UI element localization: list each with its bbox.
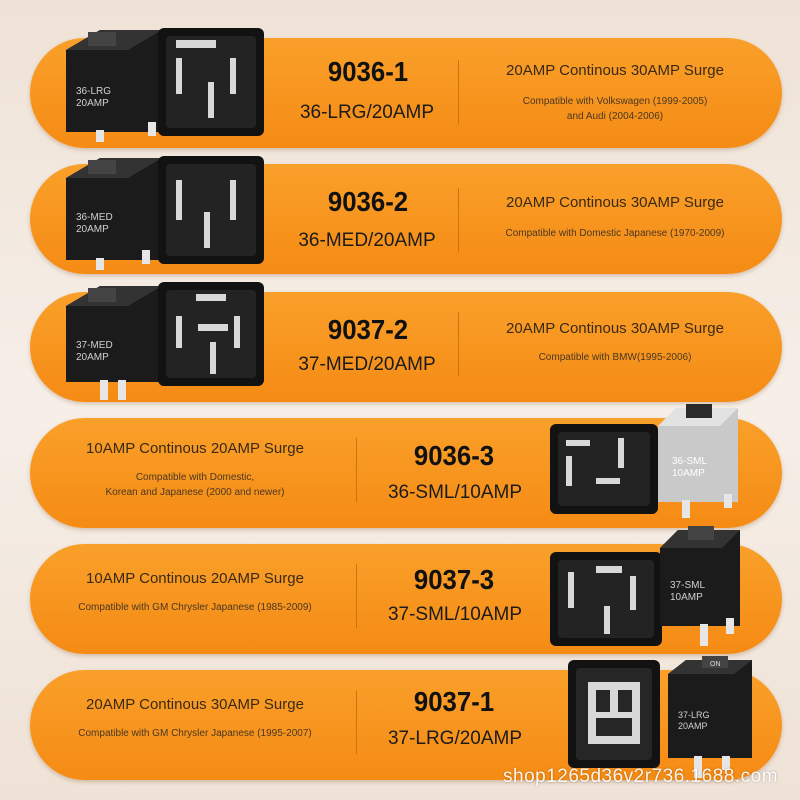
model-label-5: 37-SML/10AMP xyxy=(387,604,523,625)
model-label-6: 37-LRG/20AMP xyxy=(387,728,523,749)
relay-label-line1: 36-MED xyxy=(76,212,113,223)
relay-photo-9036-2: 36-MED 20AMP xyxy=(66,156,264,270)
model-label-4: 36-SML/10AMP xyxy=(387,482,523,503)
part-code-3: 9037-2 xyxy=(327,314,409,345)
compat-line: Compatible with Domestic Japanese (1970-… xyxy=(505,228,725,239)
relay-label-line1: 36-SML xyxy=(672,456,707,467)
relay-label-line2: 10AMP xyxy=(672,468,705,479)
relay-label-line1: 37-MED xyxy=(76,340,113,351)
divider-4 xyxy=(356,438,357,502)
model-label-2: 36-MED/20AMP xyxy=(298,230,436,251)
watermark: shop1265d36v2r736.1688.com xyxy=(503,766,778,787)
relay-label-line2: 20AMP xyxy=(76,224,109,235)
part-code-4: 9036-3 xyxy=(413,440,495,471)
compat-line: and Audi (2004-2006) xyxy=(566,111,664,122)
compat-text-5: Compatible with GM Chrysler Japanese (19… xyxy=(50,600,340,615)
part-code-2: 9036-2 xyxy=(327,186,409,217)
compat-text-6: Compatible with GM Chrysler Japanese (19… xyxy=(50,726,340,741)
part-code-6: 9037-1 xyxy=(413,686,495,717)
divider-1 xyxy=(458,60,459,124)
compat-line: Compatible with GM Chrysler Japanese (19… xyxy=(78,602,312,613)
compat-text-1: Compatible with Volkswagen (1999-2005) a… xyxy=(470,94,760,124)
relay-photo-9037-2: 37-MED 20AMP xyxy=(66,282,264,400)
rating-text-6: 20AMP Continous 30AMP Surge xyxy=(86,696,304,713)
divider-3 xyxy=(458,312,459,376)
relay-switch-label: ON xyxy=(710,661,721,668)
part-code-5: 9037-3 xyxy=(413,564,495,595)
relay-label-line2: 20AMP xyxy=(76,352,109,363)
compat-line: Korean and Japanese (2000 and newer) xyxy=(105,487,285,498)
compat-text-4: Compatible with Domestic, Korean and Jap… xyxy=(50,470,340,500)
divider-6 xyxy=(356,690,357,754)
relay-photo-9036-1: 36-LRG 20AMP xyxy=(66,28,264,142)
divider-2 xyxy=(458,188,459,252)
relay-label-line1: 36-LRG xyxy=(76,86,111,97)
model-label-3: 37-MED/20AMP xyxy=(298,354,436,375)
compat-line: Compatible with BMW(1995-2006) xyxy=(538,352,692,363)
relay-label-line1: 37-SML xyxy=(670,580,705,591)
relay-photo-9036-3: 36-SML 10AMP xyxy=(550,404,738,518)
relay-label-line2: 20AMP xyxy=(76,98,109,109)
compat-text-2: Compatible with Domestic Japanese (1970-… xyxy=(470,226,760,241)
compat-line: Compatible with Domestic, xyxy=(135,472,255,483)
rating-text-1: 20AMP Continous 30AMP Surge xyxy=(506,62,724,79)
rating-text-5: 10AMP Continous 20AMP Surge xyxy=(86,570,304,587)
part-code-1: 9036-1 xyxy=(327,56,409,87)
divider-5 xyxy=(356,564,357,628)
rating-text-3: 20AMP Continous 30AMP Surge xyxy=(506,320,724,337)
compat-line: Compatible with GM Chrysler Japanese (19… xyxy=(78,728,312,739)
relay-photo-9037-1: ON 37-LRG 20AMP xyxy=(568,656,752,778)
rating-text-2: 20AMP Continous 30AMP Surge xyxy=(506,194,724,211)
rating-text-4: 10AMP Continous 20AMP Surge xyxy=(86,440,304,457)
compat-text-3: Compatible with BMW(1995-2006) xyxy=(470,350,760,365)
relay-photo-9037-3: 37-SML 10AMP xyxy=(550,526,740,646)
model-label-1: 36-LRG/20AMP xyxy=(299,102,435,123)
compat-line: Compatible with Volkswagen (1999-2005) xyxy=(522,96,708,107)
relay-label-line2: 20AMP xyxy=(678,721,708,731)
relay-label-line1: 37-LRG xyxy=(678,710,710,720)
relay-label-line2: 10AMP xyxy=(670,592,703,603)
